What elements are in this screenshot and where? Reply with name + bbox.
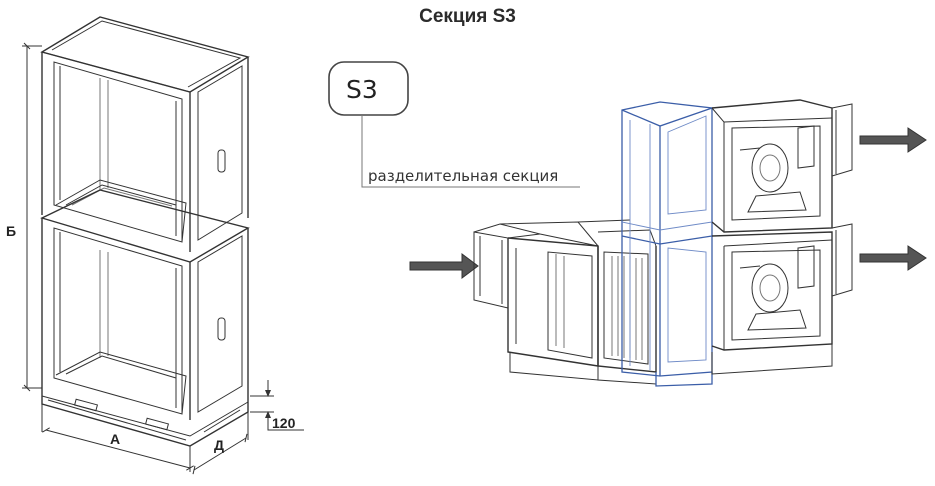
dimension-lines <box>22 42 304 475</box>
callout-badge-frame <box>328 61 409 116</box>
dimension-depth-label: Д <box>214 437 224 453</box>
dimension-height-label: Б <box>6 223 16 239</box>
ahu-assembly <box>409 99 927 387</box>
page-title: Секция S3 <box>419 6 516 27</box>
inlet-section <box>473 221 599 381</box>
upper-module <box>40 16 250 252</box>
dimension-width-label: А <box>110 431 120 447</box>
lower-module <box>40 189 250 420</box>
upper-fan-section <box>711 99 853 233</box>
airflow-in-arrow <box>409 253 479 279</box>
callout-label: разделительная секция <box>368 167 558 185</box>
lower-fan-section <box>711 223 853 375</box>
separator-section-s3 <box>621 101 713 387</box>
airflow-out-upper-arrow <box>859 127 927 153</box>
dimension-base-height-label: 120 <box>272 415 296 431</box>
airflow-out-lower-arrow <box>859 245 927 271</box>
callout <box>328 61 580 188</box>
callout-badge: S3 <box>346 75 378 104</box>
section-s3-isometric <box>22 16 304 475</box>
